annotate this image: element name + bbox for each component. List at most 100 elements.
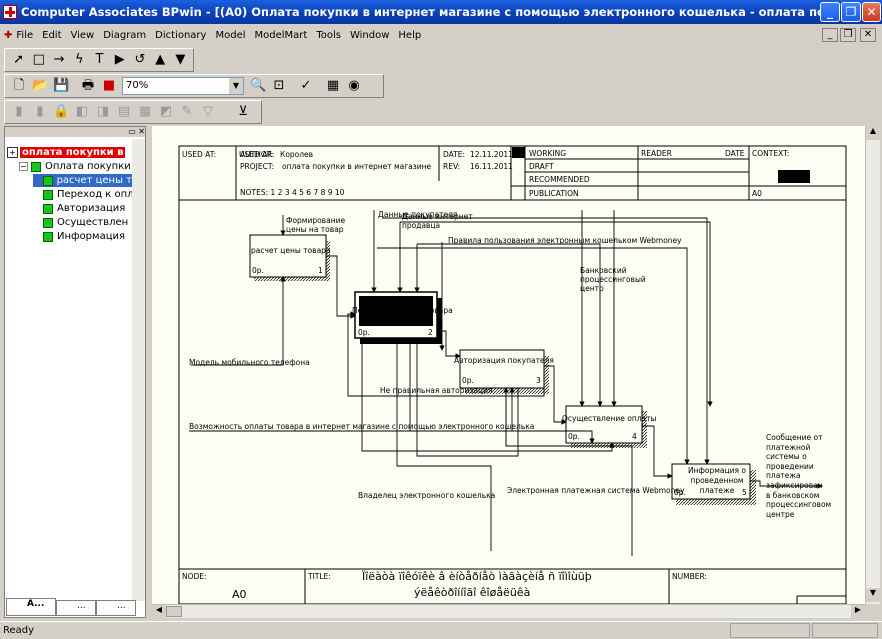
menu-view[interactable]: View (70, 29, 95, 41)
node-label: NODE: (182, 572, 207, 581)
menu-modelmart[interactable]: ModelMart (254, 29, 308, 41)
box-4-number: 4 (632, 432, 637, 441)
mdi-minimize-button[interactable]: _ (822, 28, 838, 42)
restore-button[interactable]: ❐ (841, 2, 861, 22)
close-button[interactable]: ✕ (862, 2, 881, 22)
tab-activities[interactable]: A... (6, 598, 56, 616)
status-draft: DRAFT (529, 162, 554, 171)
squiggle-tool-icon[interactable]: ϟ (74, 52, 84, 67)
context-node: A0 (752, 189, 762, 198)
output-line: платежной (766, 442, 811, 452)
menu-edit[interactable]: Edit (42, 29, 62, 41)
minimize-button[interactable]: _ (820, 2, 840, 22)
mdi-close-button[interactable]: ✕ (860, 28, 876, 42)
output-line: Сообщение от (766, 433, 823, 442)
color-icon[interactable]: ■ (102, 78, 116, 93)
mm-save-icon: ◨ (96, 104, 110, 119)
panel-close-icon[interactable]: ▭ ✕ (128, 127, 145, 136)
tree-item[interactable]: Авторизация (43, 202, 125, 215)
globe-icon[interactable]: ◉ (348, 78, 360, 93)
tool-palette: ➚ □ → ϟ T ▶ ↺ ▲ ▼ (4, 48, 194, 72)
go-down-level-icon[interactable]: ▼ (175, 52, 186, 67)
go-up-icon[interactable]: ▲ (155, 52, 166, 67)
rev-value: 16.11.2011 (470, 162, 513, 171)
mm-filter-icon: ▽ (203, 104, 213, 119)
activity-tree: + оплата покупки в − Оплата покупки расч… (5, 139, 132, 599)
print-icon[interactable]: 🖶 (81, 78, 95, 93)
text-tool-icon[interactable]: T (95, 52, 104, 67)
arrow-label-bank-3: центр (580, 284, 604, 293)
menu-model[interactable]: Model (215, 29, 246, 41)
box-3-name[interactable]: Авторизация покупателя (454, 356, 554, 365)
scroll-left-icon[interactable]: ◀ (152, 605, 166, 618)
scroll-down-icon[interactable]: ▼ (866, 588, 880, 602)
doc-menu-icon[interactable]: ✚ (4, 29, 13, 41)
tree-item-selected[interactable]: расчет цены т (33, 174, 132, 187)
tab-objects[interactable]: ... (96, 600, 136, 616)
diagram-title-line1: Ïîëàòà ïîêóïêè â èíòåðíåò ìàãàçèíå ñ ïîì… (362, 570, 592, 583)
menu-help[interactable]: Help (398, 29, 422, 41)
go-down-icon[interactable]: ▶ (114, 52, 125, 67)
box-5-number: 5 (742, 488, 747, 497)
pointer-tool-icon[interactable]: ➚ (13, 52, 25, 67)
reader-date-label: DATE (725, 149, 745, 158)
scroll-thumb[interactable] (166, 606, 182, 617)
zoom-in-icon[interactable]: 🔍 (250, 78, 267, 93)
model-explorer-panel: ▭ ✕ + оплата покупки в − Оплата покупки … (4, 126, 146, 618)
tree-parent[interactable]: − Оплата покупки (19, 160, 131, 173)
tree-vertical-scrollbar[interactable] (132, 139, 145, 601)
tree-item[interactable]: Осуществлен (43, 216, 128, 229)
model-explorer-icon[interactable]: ▦ (326, 78, 340, 93)
tree-item-label: расчет цены т (56, 175, 132, 186)
tab-diagrams[interactable]: ... (56, 600, 96, 616)
mm-props-icon: ◩ (159, 104, 173, 119)
author-value: Королев (280, 150, 314, 159)
menu-diagram[interactable]: Diagram (103, 29, 147, 41)
status-bar: Ready (0, 621, 882, 639)
arrow-label-seller-data: Данные интернет (402, 212, 473, 221)
tree-root-label: оплата покупки в (20, 147, 126, 158)
canvas-vertical-scrollbar[interactable]: ▲ ▼ (865, 126, 880, 604)
output-line: платежа (766, 471, 801, 481)
scroll-up-icon[interactable]: ▲ (866, 126, 880, 140)
menu-bar: ✚ File Edit View Diagram Dictionary Mode… (0, 25, 882, 45)
box-2-name[interactable]: Переход к оплате товара (352, 306, 453, 315)
mm-edit-icon: ✎ (181, 104, 193, 119)
tree-item[interactable]: Переход к опл (43, 188, 132, 201)
box-1-name[interactable]: расчет цены товара (251, 246, 331, 255)
title-bar: Computer Associates BPwin - [(A0) Оплата… (0, 0, 882, 24)
expand-toggle-icon[interactable]: + (7, 147, 18, 158)
toolbar-dropdown-icon[interactable]: ⊻ (238, 104, 248, 119)
panel-header: ▭ ✕ (5, 127, 145, 137)
scroll-right-icon[interactable]: ▶ (851, 605, 865, 618)
tree-root[interactable]: + оплата покупки в (7, 146, 126, 159)
box-tool-icon[interactable]: □ (32, 52, 45, 67)
used-at-label: USED AT: (239, 150, 273, 159)
activity-icon (43, 203, 53, 214)
undo-icon[interactable]: ↺ (134, 52, 146, 67)
tree-item[interactable]: Информация (43, 230, 125, 243)
activity-icon (31, 161, 41, 172)
collapse-toggle-icon[interactable]: − (19, 162, 28, 171)
mdi-restore-button[interactable]: ❐ (840, 28, 856, 42)
zoom-out-icon[interactable]: ⊡ (273, 78, 285, 93)
menu-dictionary[interactable]: Dictionary (155, 29, 207, 41)
zoom-select[interactable]: 70% (122, 77, 244, 95)
open-folder-icon[interactable]: 📂 (32, 78, 49, 93)
spell-check-icon[interactable]: ✓ (300, 78, 312, 93)
panel-tabs: A... ... ... (6, 598, 146, 616)
box-4-name[interactable]: Осуществление оплаты (562, 414, 657, 423)
new-file-icon[interactable]: 🗋 (13, 78, 25, 93)
status-working: WORKING (529, 149, 567, 158)
mm-report-icon: ▤ (117, 104, 131, 119)
status-panel (730, 623, 810, 638)
arrow-tool-icon[interactable]: → (53, 52, 65, 67)
menu-window[interactable]: Window (349, 29, 390, 41)
diagram-canvas[interactable]: USED AT: USED AT: AUTHOR: Королев PROJEC… (152, 126, 865, 604)
save-icon[interactable]: 💾 (53, 78, 70, 93)
canvas-horizontal-scrollbar[interactable]: ◀ ▶ (152, 604, 865, 618)
menu-tools[interactable]: Tools (316, 29, 341, 41)
box-5-name[interactable]: Информация о проведенном платеже (688, 466, 746, 495)
menu-file[interactable]: File (16, 29, 34, 41)
project-label: PROJECT: (240, 162, 275, 171)
